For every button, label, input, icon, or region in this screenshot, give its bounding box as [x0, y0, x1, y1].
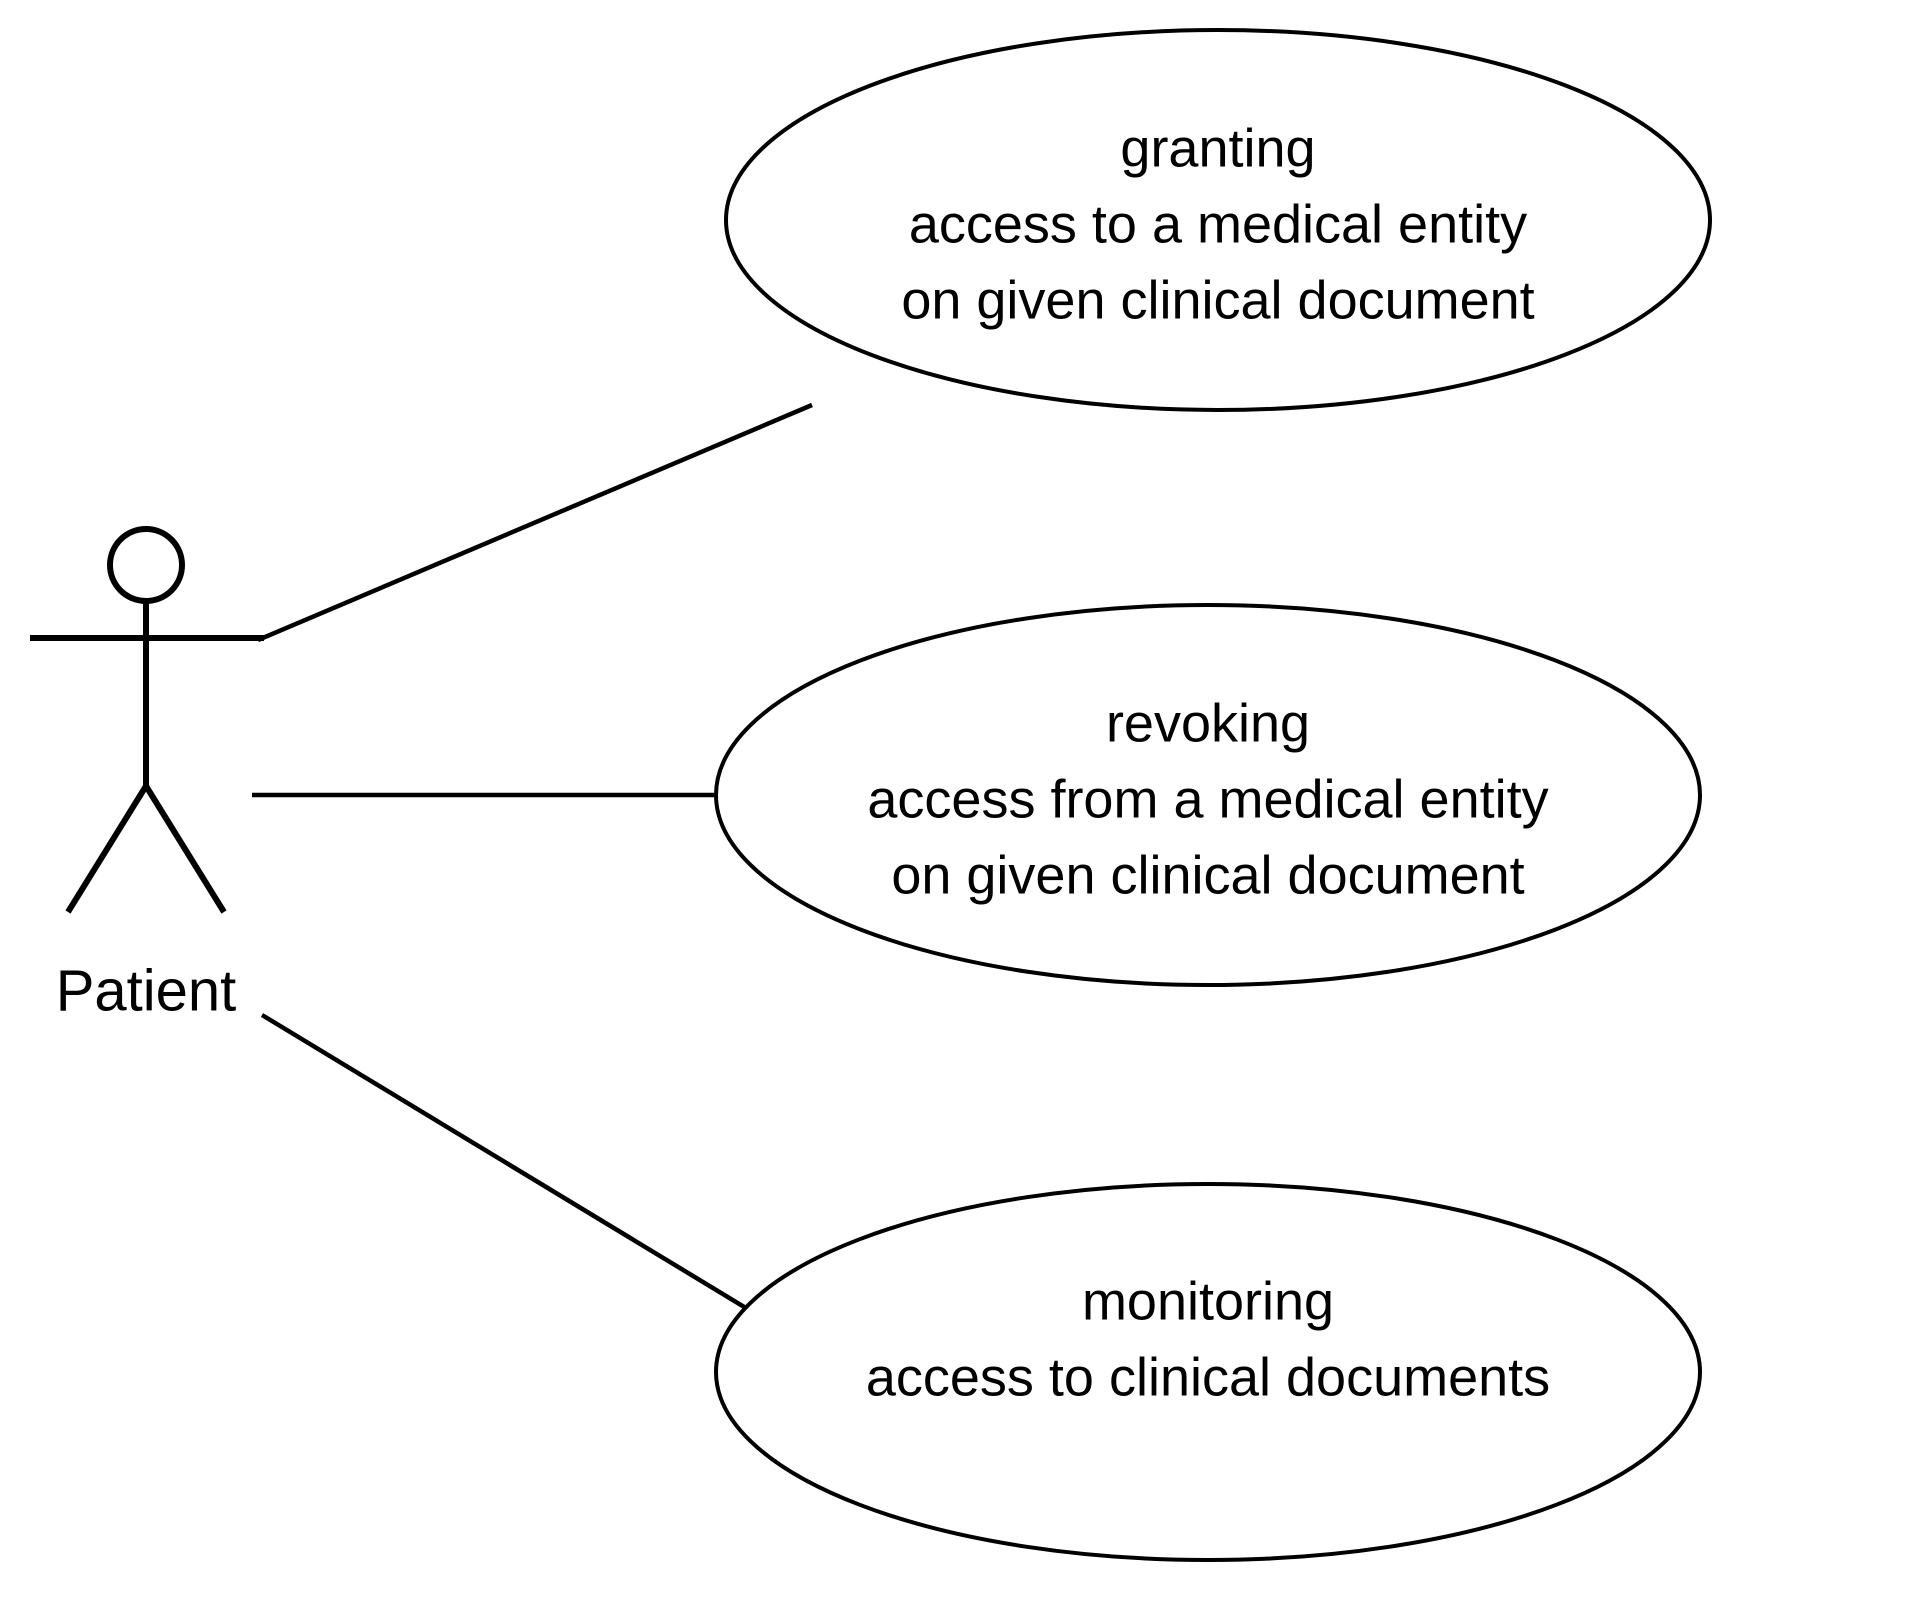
use-case-revoking[interactable]: revoking access from a medical entity on…	[714, 603, 1702, 987]
use-case-monitoring-line-2: access to clinical documents	[866, 1347, 1550, 1407]
use-case-revoking-line-3: on given clinical document	[891, 845, 1524, 905]
use-case-revoking-line-1: revoking	[1106, 693, 1310, 753]
use-case-granting-line-2: access to a medical entity	[909, 194, 1527, 254]
actor-head-icon	[107, 526, 185, 604]
use-case-granting-line-3: on given clinical document	[901, 270, 1534, 330]
use-case-granting-ellipse[interactable]	[724, 28, 1712, 412]
actor-left-leg-icon	[65, 784, 149, 914]
use-case-monitoring[interactable]: monitoring access to clinical documents	[714, 1182, 1702, 1562]
actor-right-leg-icon	[143, 784, 227, 914]
association-lines-group	[252, 402, 814, 1350]
actor-label-patient: Patient	[56, 958, 237, 1023]
use-case-granting-line-1: granting	[1120, 118, 1315, 178]
actor-patient[interactable]: Patient	[30, 526, 264, 1023]
use-case-revoking-ellipse[interactable]	[714, 603, 1702, 987]
association-patient-to-monitoring[interactable]	[260, 1013, 814, 1350]
use-case-granting[interactable]: granting access to a medical entity on g…	[724, 28, 1712, 412]
association-patient-to-granting[interactable]	[257, 402, 813, 643]
use-case-monitoring-ellipse[interactable]	[714, 1182, 1702, 1562]
use-case-monitoring-line-1: monitoring	[1082, 1271, 1334, 1331]
use-case-revoking-line-2: access from a medical entity	[867, 769, 1548, 829]
